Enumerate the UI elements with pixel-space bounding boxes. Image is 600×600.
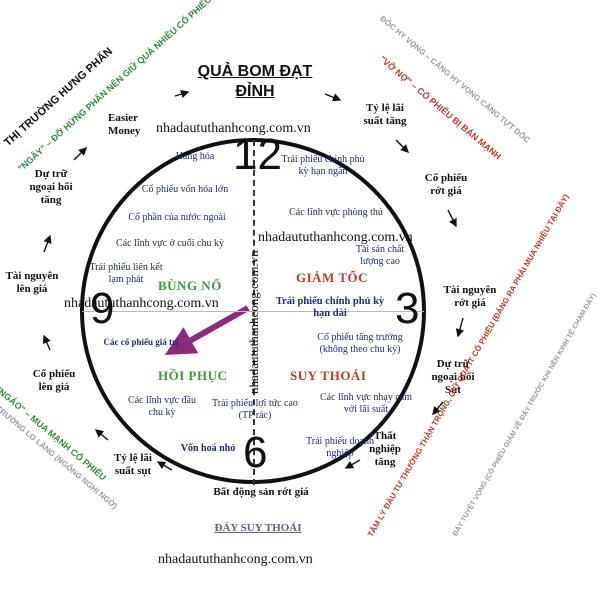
inner-item-cuoi-chu-ky: Các lĩnh vực ở cuối chu kỳ — [116, 238, 224, 249]
phase-bung-no: BÙNG NỔ — [158, 278, 222, 293]
inner-item-nhay-cam-lai-suat: Các lĩnh vực nhạy cảm với lãi suất — [319, 392, 413, 415]
bottom-label: ĐÁY SUY THOÁI — [214, 522, 302, 534]
clock-number-9: 9 — [90, 284, 115, 333]
inner-item-nuoc-ngoai: Cổ phần của nước ngoài — [128, 212, 226, 223]
inner-item-tpcp-ngan: Trái phiếu chính phủ kỳ hạn ngắn — [281, 154, 365, 177]
outer-ty-le-lai-suat-sut: Tỷ lệ lãi suất sụt — [114, 452, 152, 477]
inner-item-hang-hoa: Hàng hóa — [175, 151, 215, 162]
outer-co-phieu-rot-gia: Cổ phiếu rớt giá — [424, 172, 468, 197]
vertical-divider — [253, 140, 255, 485]
watermark-right: nhadaututhanhcong.com.vn — [258, 230, 413, 245]
arrow-4 — [447, 209, 457, 228]
inner-item-tpcp-dai: Trái phiếu chính phủ kỳ hạn dài — [275, 296, 385, 319]
outer-tai-nguyen-rot-gia: Tài nguyên rớt giá — [443, 284, 497, 309]
outer-bat-dong-san-rot-gia: Bất động sản rớt giá — [213, 486, 309, 498]
arrow-1 — [174, 90, 190, 99]
arrow-6 — [432, 401, 444, 416]
inner-item-tp-doanh-nghiep: Trái phiếu doanh nghiệp — [306, 436, 374, 459]
inner-item-co-phieu-gia-tri: Các cổ phiếu giá trị — [103, 337, 179, 347]
arrow-10 — [42, 334, 51, 351]
inner-item-dau-chu-ky: Các lĩnh vực đầu chu kỳ — [128, 395, 196, 418]
inner-item-tp-rac: Trái phiếu lợi tức cao (TP rác) — [212, 398, 298, 421]
watermark-vertical: nhadaututhanhcong.com.vn — [246, 250, 261, 394]
outer-du-tru-ngoai-hoi-sut: Dự trữ ngoại hối Sụt — [431, 358, 475, 396]
watermark-top: nhadaututhanhcong.com.vn — [156, 121, 311, 136]
page-title: QUẢ BOM ĐẠT ĐỈNH — [197, 63, 313, 100]
clock-number-6: 6 — [243, 428, 268, 477]
clock-number-12: 12 — [233, 130, 282, 179]
watermark-bottom: nhadaututhanhcong.com.vn — [158, 552, 313, 567]
phase-suy-thoai: SUY THOÁI — [290, 368, 367, 383]
inner-item-tang-truong: Cổ phiếu tăng trưởng (không theo chu kỳ) — [317, 332, 403, 355]
inner-item-chat-luong-cao: Tài sản chất lượng cao — [355, 244, 405, 267]
arrow-7 — [344, 459, 361, 469]
arrow-12 — [73, 147, 87, 161]
clock-number-3: 3 — [395, 284, 420, 333]
arrow-2 — [324, 93, 342, 102]
outer-ty-le-lai-suat-tang: Tỷ lệ lãi suất tăng — [363, 102, 407, 127]
arrow-3 — [395, 139, 409, 153]
outer-co-phieu-len-gia: Cổ phiếu lên giá — [32, 368, 76, 393]
outer-easier-money: Easier Money — [108, 112, 141, 137]
arrow-5 — [455, 317, 464, 338]
inner-item-phong-thu: Các lĩnh vực phòng thủ — [289, 207, 383, 218]
phase-hoi-phuc: HỒI PHỤC — [158, 368, 228, 383]
outer-that-nghiep-tang: Thất nghiệp tăng — [369, 430, 401, 468]
outer-tai-nguyen-len-gia: Tài nguyên lên giá — [5, 270, 59, 295]
outer-du-tru-ngoai-hoi-tang: Dự trữ ngoại hối tăng — [29, 168, 73, 206]
horizontal-divider — [82, 311, 424, 312]
watermark-left: nhadaututhanhcong.com.vn — [64, 296, 219, 311]
arrow-9 — [94, 429, 109, 441]
arrow-8 — [156, 461, 173, 471]
inner-item-lien-ket-lam-phat: Trái phiếu liên kết lạm phát — [89, 262, 163, 285]
inner-item-von-hoa-lon: Cổ phiếu vốn hóa lớn — [141, 184, 229, 195]
inner-item-von-hoa-nho: Vốn hoá nhỏ — [180, 443, 236, 454]
arrow-11 — [43, 234, 52, 253]
phase-giam-toc: GIẢM TỐC — [296, 270, 369, 285]
